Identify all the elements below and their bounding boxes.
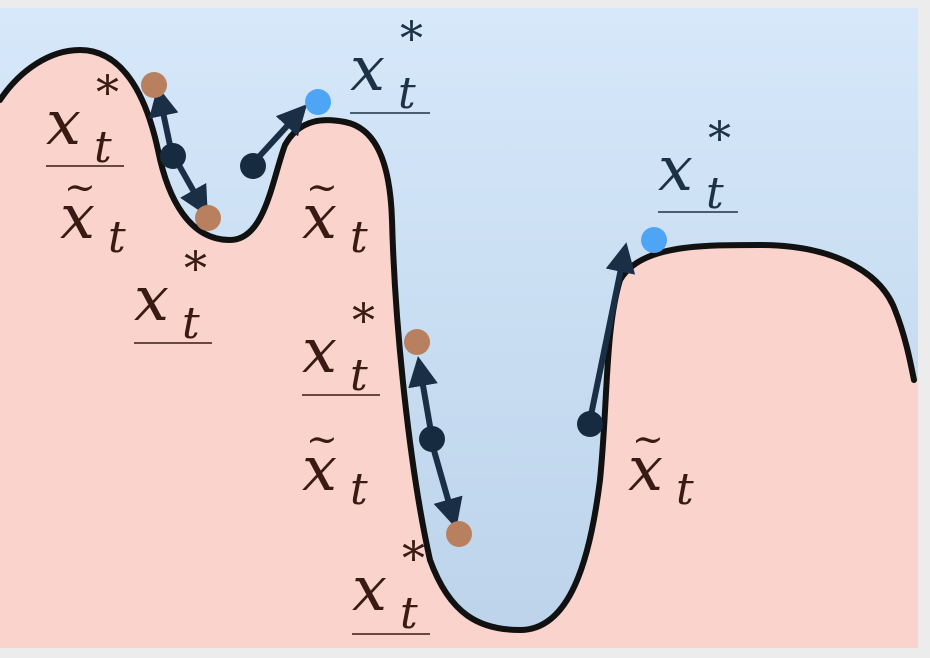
- x-star-sup: *: [184, 241, 207, 295]
- x-star-sup: *: [96, 65, 119, 119]
- x-tilde-accent: ~: [64, 165, 96, 209]
- x-star-sup: *: [402, 531, 425, 585]
- x-star-sup: *: [352, 293, 375, 347]
- x-star-label-6: x * t: [658, 111, 738, 219]
- x-star-sub: t: [94, 122, 112, 173]
- arrow-down-left-1: [173, 158, 208, 217]
- x-star-base: x: [352, 552, 387, 625]
- brown-dot: [446, 521, 472, 547]
- x-star-sup: *: [400, 11, 423, 65]
- dark-dot: [160, 143, 186, 169]
- x-tilde-sub: t: [676, 464, 694, 515]
- loss-curve: [0, 47, 917, 633]
- x-star-sub: t: [400, 588, 418, 639]
- arrow-to-blue-2: [587, 242, 636, 421]
- x-tilde-sub: t: [350, 464, 368, 515]
- x-star-sup: *: [708, 111, 731, 165]
- brown-dot: [141, 72, 167, 98]
- x-star-sub: t: [706, 168, 724, 219]
- x-tilde-base: x: [628, 432, 663, 505]
- x-star-sub: t: [350, 350, 368, 401]
- arrow-up-left-1: [149, 86, 179, 151]
- x-tilde-sub: t: [108, 212, 126, 263]
- x-tilde-label-1: x ~ t: [60, 165, 126, 263]
- x-star-label-3: x * t: [350, 11, 430, 119]
- points-group: [141, 72, 667, 547]
- blue-dot: [305, 89, 331, 115]
- dark-dot: [240, 153, 266, 179]
- ground-region: [0, 50, 918, 648]
- x-star-base: x: [302, 314, 337, 387]
- brown-dot: [404, 329, 430, 355]
- arrows-group: [149, 86, 636, 529]
- labels-group: x * t x ~ t x * t x * t: [46, 11, 738, 639]
- x-tilde-base: x: [302, 180, 337, 253]
- x-tilde-label-3: x ~ t: [302, 417, 368, 515]
- x-tilde-label-4: x ~ t: [628, 417, 694, 515]
- x-star-label-2: x * t: [134, 241, 212, 349]
- x-star-sub: t: [398, 68, 416, 119]
- x-tilde-accent: ~: [306, 417, 338, 461]
- x-tilde-label-2: x ~ t: [302, 165, 368, 263]
- x-star-label-1: x * t: [46, 65, 124, 173]
- blue-dot: [641, 227, 667, 253]
- x-tilde-accent: ~: [306, 165, 338, 209]
- x-star-base: x: [350, 32, 385, 105]
- x-star-label-4: x * t: [302, 293, 380, 401]
- brown-dot: [195, 205, 221, 231]
- x-star-base: x: [658, 132, 693, 205]
- dark-dot: [419, 426, 445, 452]
- x-tilde-accent: ~: [632, 417, 664, 461]
- x-star-sub: t: [182, 298, 200, 349]
- x-tilde-base: x: [302, 432, 337, 505]
- arrow-down-middle: [430, 446, 463, 529]
- x-star-label-5: x * t: [352, 531, 430, 639]
- x-tilde-sub: t: [350, 212, 368, 263]
- arrow-to-blue-1: [253, 104, 308, 163]
- x-star-base: x: [46, 86, 81, 159]
- dark-dot: [577, 411, 603, 437]
- x-tilde-base: x: [60, 180, 95, 253]
- arrow-up-middle: [408, 356, 438, 433]
- x-star-base: x: [134, 262, 169, 335]
